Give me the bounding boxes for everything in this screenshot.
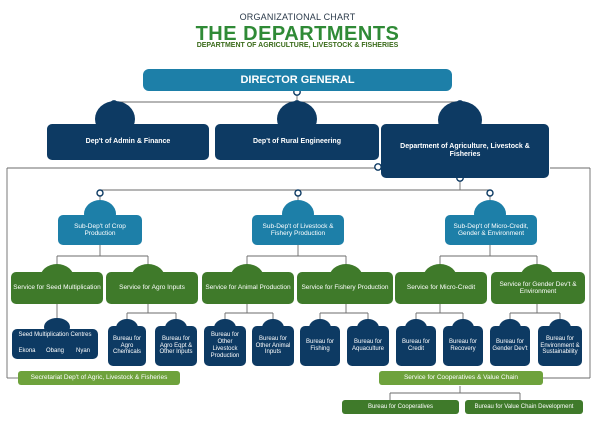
bureau-other-animal-label: Bureau for Other Animal Inputs [255, 335, 291, 356]
subdept-crop-box[interactable]: Sub-Dep't of Crop Production [58, 215, 142, 245]
bureau-cooperatives-label: Bureau for Cooperatives [367, 403, 434, 410]
bureau-recovery-box[interactable]: Bureau for Recovery [443, 326, 483, 366]
secretariat-box[interactable]: Secretariat Dep't of Agric, Livestock & … [18, 371, 180, 385]
bureau-agro-eqpt-label: Bureau for Agro Eqpt & Other Inputs [159, 335, 193, 356]
dept-admin-box[interactable]: Dep't of Admin & Finance [47, 124, 209, 160]
service-agro-box[interactable]: Service for Agro Inputs [106, 272, 198, 304]
subdept-crop-label: Sub-Dep't of Crop Production [74, 222, 126, 237]
seed-centres-title: Seed Multiplication Centres [18, 332, 92, 338]
chart-subtitle: ORGANIZATIONAL CHART [239, 12, 356, 22]
bureau-other-livestock-box[interactable]: Bureau for Other Livestock Production [204, 326, 246, 366]
subdept-microcredit-label: Sub-Dep't of Micro-Credit, Gender & Envi… [453, 222, 529, 237]
service-microcredit-label: Service for Micro-Credit [406, 284, 476, 292]
department-heading: DEPARTMENT OF AGRICULTURE, LIVESTOCK & F… [196, 42, 399, 49]
service-seed-label: Service for Seed Multiplication [13, 284, 101, 292]
seed-centre-nyan: Nyan [75, 348, 90, 354]
bureau-fishing-label: Bureau for Fishing [305, 339, 335, 352]
seed-centre-obang: Obang [45, 348, 64, 354]
bureau-other-livestock-label: Bureau for Other Livestock Production [210, 332, 240, 359]
service-animal-box[interactable]: Service for Animal Production [202, 272, 294, 304]
service-microcredit-box[interactable]: Service for Micro-Credit [395, 272, 487, 304]
service-cooperatives-label: Service for Cooperatives & Value Chain [403, 374, 519, 382]
dept-agri-box[interactable]: Department of Agriculture, Livestock & F… [381, 124, 549, 178]
service-gender-label: Service for Gender Dev't & Environment [499, 280, 577, 295]
bureau-recovery-label: Bureau for Recovery [448, 339, 478, 352]
subdept-livestock-label: Sub-Dep't of Livestock & Fishery Product… [262, 222, 334, 237]
service-seed-box[interactable]: Service for Seed Multiplication [11, 272, 103, 304]
bureau-aquaculture-label: Bureau for Aquaculture [351, 339, 385, 352]
dept-rural-box[interactable]: Dep't of Rural Engineering [215, 124, 379, 160]
director-general-box[interactable]: DIRECTOR GENERAL [143, 69, 452, 91]
dept-agri-label: Department of Agriculture, Livestock & F… [400, 142, 530, 158]
page-title: THE DEPARTMENTS [195, 23, 400, 45]
dept-rural-label: Dep't of Rural Engineering [252, 137, 341, 145]
seed-centre-ekona: Ekona [18, 348, 36, 354]
bureau-aquaculture-box[interactable]: Bureau for Aquaculture [347, 326, 389, 366]
bureau-value-chain-box[interactable]: Bureau for Value Chain Development [465, 400, 583, 414]
bureau-agro-eqpt-box[interactable]: Bureau for Agro Eqpt & Other Inputs [155, 326, 197, 366]
bureau-value-chain-label: Bureau for Value Chain Development [474, 403, 574, 410]
subdept-microcredit-box[interactable]: Sub-Dep't of Micro-Credit, Gender & Envi… [445, 215, 537, 245]
bureau-cooperatives-box[interactable]: Bureau for Cooperatives [342, 400, 459, 414]
bureau-environment-label: Bureau for Environment & Sustainability [540, 335, 580, 356]
service-gender-box[interactable]: Service for Gender Dev't & Environment [491, 272, 585, 304]
bureau-environment-box[interactable]: Bureau for Environment & Sustainability [538, 326, 582, 366]
bureau-credit-label: Bureau for Credit [401, 339, 431, 352]
service-fishery-box[interactable]: Service for Fishery Production [297, 272, 393, 304]
service-animal-label: Service for Animal Production [205, 284, 291, 292]
subdept-livestock-box[interactable]: Sub-Dep't of Livestock & Fishery Product… [252, 215, 344, 245]
bureau-agro-chemicals-label: Bureau for Agro Chemicals [112, 335, 142, 356]
bureau-gender-devt-label: Bureau for Gender Dev't [492, 339, 528, 352]
bureau-other-animal-box[interactable]: Bureau for Other Animal Inputs [252, 326, 294, 366]
service-cooperatives-box[interactable]: Service for Cooperatives & Value Chain [379, 371, 543, 385]
service-agro-label: Service for Agro Inputs [119, 284, 185, 292]
secretariat-label: Secretariat Dep't of Agric, Livestock & … [30, 374, 168, 382]
bureau-fishing-box[interactable]: Bureau for Fishing [300, 326, 340, 366]
dept-admin-label: Dep't of Admin & Finance [85, 137, 171, 145]
seed-centres-box[interactable]: Seed Multiplication Centres Ekona Obang … [12, 329, 98, 359]
service-fishery-label: Service for Fishery Production [301, 284, 389, 292]
bureau-gender-devt-box[interactable]: Bureau for Gender Dev't [490, 326, 530, 366]
bureau-credit-box[interactable]: Bureau for Credit [396, 326, 436, 366]
bureau-agro-chemicals-box[interactable]: Bureau for Agro Chemicals [108, 326, 146, 366]
director-general-label: DIRECTOR GENERAL [240, 73, 355, 86]
